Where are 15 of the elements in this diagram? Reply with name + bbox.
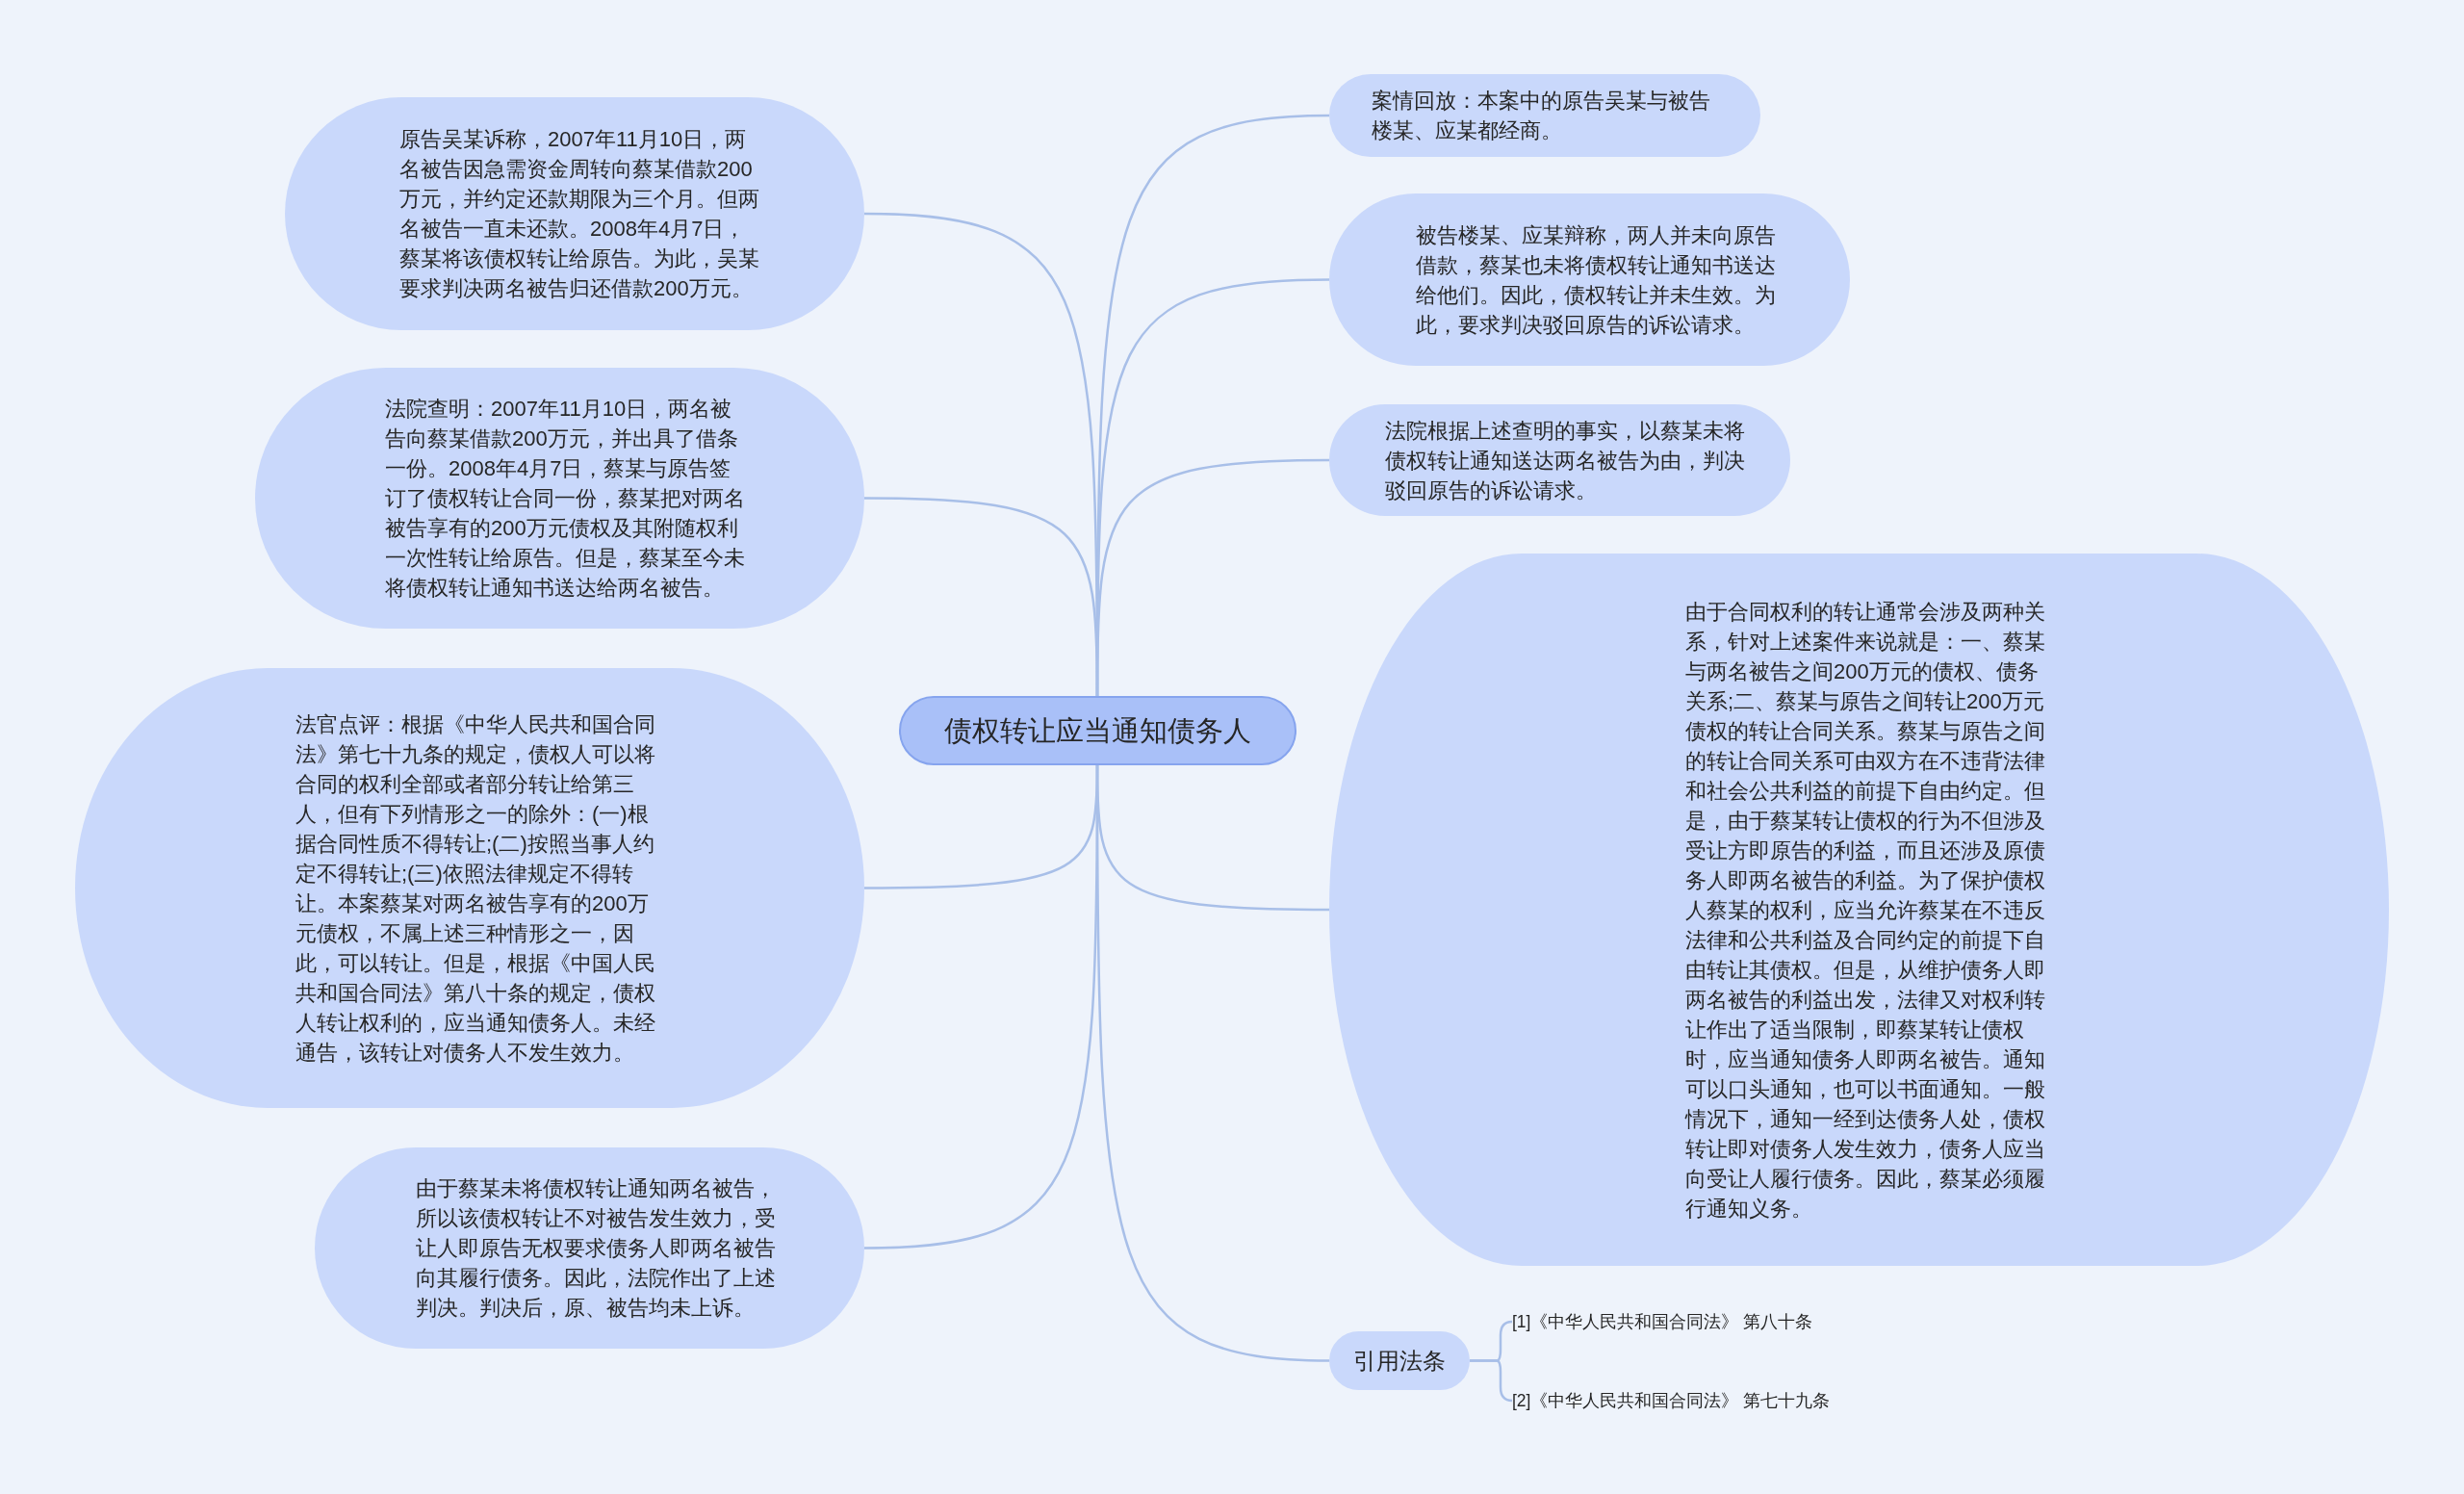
citation-text: [1]《中华人民共和国合同法》 第八十条 bbox=[1512, 1310, 1813, 1333]
topic-text: 由于蔡某未将债权转让通知两名被告，所以该债权转让不对被告发生效力，受让人即原告无权要求债务人即两名被告向其履行债务。因此，法院作出了上述判决。判决后，原、被告均未上诉。 bbox=[416, 1175, 777, 1322]
topic-text: 法院查明：2007年11月10日，两名被告向蔡某借款200万元，并出具了借条一份。2008年4月7日，蔡某与原告签订了债权转让合同一份，蔡某把对两名被告享有的200万元债权及其附随权利一次性转让给原告。但是，蔡某至今未将债权转让通知书送达给两名被告。 bbox=[385, 396, 746, 602]
topic-text: 案情回放：本案中的原告吴某与被告楼某、应某都经商。 bbox=[1372, 88, 1711, 144]
topic-text: 由于合同权利的转让通常会涉及两种关系，针对上述案件来说就是：一、蔡某与两名被告之间200万元的债权、债务关系;二、蔡某与原告之间转让200万元债权的转让合同关系。蔡某与原告之间的转让合同关系可由双方在不违背法律和社会公共利益的前提下自由约定。但是，由于蔡某转让债权的行为不但涉及受让方即原告的利益，而且还涉及原债务人即两名被告的利益。为了保护债权人蔡某的权利，应当允许蔡某在不违反法律和公共利益及合同约定的前提下自由转让其债权。但是，从维护债务人即两名被告的利益出发，法律又对权利转让作出了适当限制，即蔡某转让债权时，应当通知债务人即两名被告。通知可以口头通知，也可以书面通知。一般情况下，通知一经到达债务人处，债权转让即对债务人发生效力，债务人应当向受让人履行债务。因此，蔡某必须履行通知义务。 bbox=[1685, 598, 2046, 1223]
connector-line bbox=[1470, 1359, 1513, 1403]
citation-text: [2]《中华人民共和国合同法》 第七十九条 bbox=[1512, 1389, 1831, 1412]
topic-text: 引用法条 bbox=[1353, 1347, 1446, 1376]
topic-text: 被告楼某、应某辩称，两人并未向原告借款，蔡某也未将债权转让通知书送达给他们。因此，债权转让并未生效。为此，要求判决驳回原告的诉讼请求。 bbox=[1416, 221, 1777, 339]
connector-line bbox=[1095, 458, 1329, 696]
connector-line bbox=[1095, 765, 1330, 1362]
topic-text: 法官点评：根据《中华人民共和国合同法》第七十九条的规定，债权人可以将合同的权利全部或者部分转让给第三人，但有下列情形之一的除外：(一)根据合同性质不得转让;(二)按照当事人约定不得转让;(三)依照法律规定不得转让。本案蔡某对两名被告享有的200万元债权，不属上述三种情形之一，因此，可以转让。但是，根据《中国人民共和国合同法》第八十条的规定，债权人转让权利的，应当通知债务人。未经通告，该转让对债务人不发生效力。 bbox=[295, 710, 656, 1067]
topic-title: 债权转让应当通知债务人 bbox=[944, 715, 1251, 746]
topic-text: 法院根据上述查明的事实，以蔡某未将债权转让通知送达两名被告为由，判决驳回原告的诉讼请求。 bbox=[1385, 417, 1746, 504]
topic-text: 原告吴某诉称，2007年11月10日，两名被告因急需资金周转向蔡某借款200万元，并约定还款期限为三个月。但两名被告一直未还款。2008年4月7日，蔡某将该债权转让给原告。为此，吴某要求判决两名被告归还借款200万元。 bbox=[399, 126, 760, 302]
